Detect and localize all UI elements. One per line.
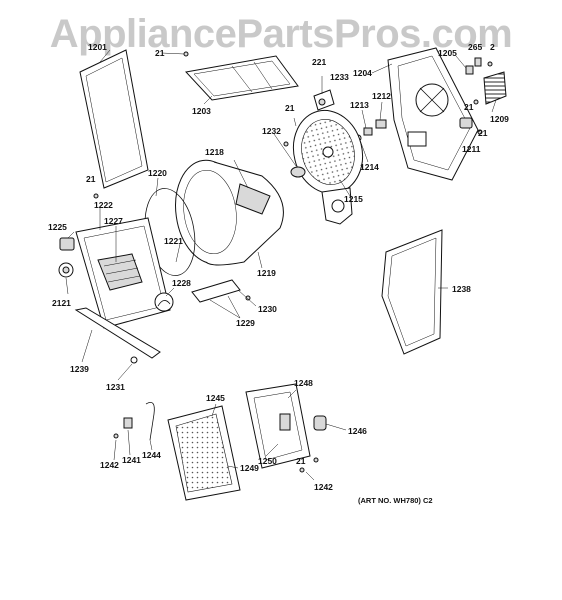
part-front-panel[interactable] bbox=[75, 217, 171, 329]
part-clip[interactable] bbox=[130, 356, 138, 364]
label-221: 221 bbox=[312, 57, 326, 67]
label-1231: 1231 bbox=[106, 382, 125, 392]
label-1229: 1229 bbox=[236, 318, 255, 328]
label-1214: 1214 bbox=[360, 162, 379, 172]
part-door-latch[interactable] bbox=[313, 415, 327, 431]
part-side-panel-right[interactable] bbox=[381, 229, 443, 355]
part-side-panel-left[interactable] bbox=[79, 49, 149, 189]
part-vent-grille[interactable] bbox=[483, 71, 507, 105]
part-rear-bearing[interactable] bbox=[290, 166, 306, 178]
part-rear-panel[interactable] bbox=[387, 47, 479, 181]
label-21-door: 21 bbox=[296, 456, 306, 466]
part-drum[interactable] bbox=[169, 156, 284, 268]
label-1213: 1213 bbox=[350, 100, 369, 110]
label-1203: 1203 bbox=[192, 106, 211, 116]
part-door-catch[interactable] bbox=[58, 262, 74, 278]
label-1242-right: 1242 bbox=[314, 482, 333, 492]
label-1212: 1212 bbox=[372, 91, 391, 101]
label-1221: 1221 bbox=[164, 236, 183, 246]
label-1242-left: 1242 bbox=[100, 460, 119, 470]
label-21-right: 21 bbox=[464, 102, 474, 112]
label-1205: 1205 bbox=[438, 48, 457, 58]
part-drum-slide[interactable] bbox=[191, 279, 241, 303]
label-1230: 1230 bbox=[258, 304, 277, 314]
label-265: 265 bbox=[468, 42, 482, 52]
label-1227: 1227 bbox=[104, 216, 123, 226]
label-1249: 1249 bbox=[240, 463, 259, 473]
label-21: 21 bbox=[155, 48, 165, 58]
part-rear-bulkhead[interactable] bbox=[285, 103, 371, 225]
part-sensor[interactable] bbox=[459, 117, 473, 129]
label-1232: 1232 bbox=[262, 126, 281, 136]
label-1241: 1241 bbox=[122, 455, 141, 465]
label-21-mid: 21 bbox=[285, 103, 295, 113]
label-1218: 1218 bbox=[205, 147, 224, 157]
label-1204: 1204 bbox=[353, 68, 372, 78]
part-door-switch[interactable] bbox=[59, 237, 75, 251]
label-1222: 1222 bbox=[94, 200, 113, 210]
label-1201: 1201 bbox=[88, 42, 107, 52]
label-1246: 1246 bbox=[348, 426, 367, 436]
label-1244: 1244 bbox=[142, 450, 161, 460]
label-1250: 1250 bbox=[258, 456, 277, 466]
label-1220: 1220 bbox=[148, 168, 167, 178]
label-1219: 1219 bbox=[257, 268, 276, 278]
label-1248: 1248 bbox=[294, 378, 313, 388]
label-1211: 1211 bbox=[462, 144, 481, 154]
label-2: 2 bbox=[490, 42, 495, 52]
label-1245: 1245 bbox=[206, 393, 225, 403]
label-1225: 1225 bbox=[48, 222, 67, 232]
part-screws[interactable] bbox=[93, 51, 493, 473]
part-toe-panel[interactable] bbox=[74, 307, 161, 359]
label-2121: 2121 bbox=[52, 298, 71, 308]
part-seal[interactable] bbox=[154, 292, 174, 312]
part-inner-door[interactable] bbox=[245, 383, 311, 469]
part-number-labels: 1201 21 1203 221 1233 1204 1205 265 2 12… bbox=[48, 42, 509, 492]
label-21-lower-right: 21 bbox=[478, 128, 488, 138]
part-outer-door[interactable] bbox=[167, 405, 241, 501]
label-1215: 1215 bbox=[344, 194, 363, 204]
label-1238: 1238 bbox=[452, 284, 471, 294]
part-hinge-bracket[interactable] bbox=[123, 401, 155, 441]
label-1209: 1209 bbox=[490, 114, 509, 124]
label-1233: 1233 bbox=[330, 72, 349, 82]
part-top-cover[interactable] bbox=[185, 55, 299, 101]
label-1239: 1239 bbox=[70, 364, 89, 374]
leader-lines bbox=[65, 49, 497, 481]
part-thermostat[interactable] bbox=[465, 57, 482, 75]
art-number: (ART NO. WH780) C2 bbox=[358, 496, 433, 505]
label-1228: 1228 bbox=[172, 278, 191, 288]
part-idler[interactable] bbox=[313, 89, 335, 111]
label-21-left: 21 bbox=[86, 174, 96, 184]
